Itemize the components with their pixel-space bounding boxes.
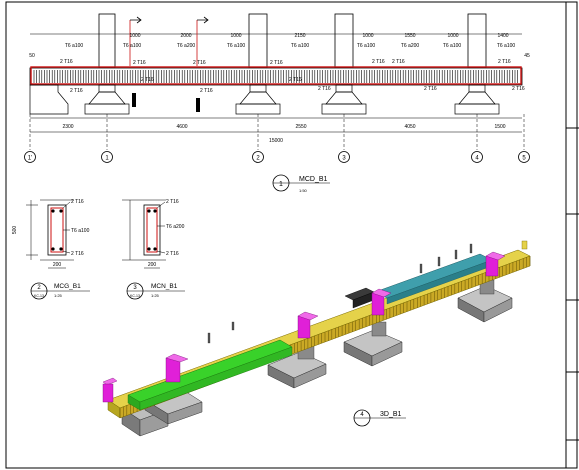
dim-top: 1000 <box>362 33 373 39</box>
stirrup-label: T6 a100 <box>291 43 310 49</box>
title-block-ticks <box>566 127 579 441</box>
grid-mark: 4 <box>475 156 479 162</box>
stirrup-label: T6 a100 <box>443 43 462 49</box>
view-scale: 1:50 <box>299 188 308 193</box>
3d-view: 4 3D_B1 <box>102 240 531 437</box>
rebar-label: 2 T16 <box>270 60 283 66</box>
stirrup-label: T6 a100 <box>497 43 516 49</box>
3d-view-title: 3D_B1 <box>380 411 402 418</box>
section-stirrup: T6 a100 <box>71 228 90 234</box>
rebar-label: 2 T16 <box>318 86 331 92</box>
stirrup-label: T6 a200 <box>401 43 420 49</box>
rebar-label: 2 T16 <box>424 86 437 92</box>
section-title: MCG_B1 <box>54 283 81 290</box>
section-title: MCN_B1 <box>151 283 178 290</box>
stirrup-label: T6 a100 <box>123 43 142 49</box>
rebar-label: 2 T16 <box>133 60 146 66</box>
section-number: 3 <box>133 285 137 291</box>
section-height: 500 <box>12 226 18 235</box>
stirrup-hatch <box>33 70 518 83</box>
section-stirrup: T6 a200 <box>166 224 185 230</box>
rebar-label: 2 T16 <box>200 88 213 94</box>
dim-total: 15000 <box>269 138 283 144</box>
section-bottom-bar: 2 T16 <box>71 251 84 257</box>
stirrup-label: T6 a100 <box>227 43 246 49</box>
dim-top: 1400 <box>497 33 508 39</box>
rebar-label: 2 T16 <box>392 59 405 65</box>
dim-top: 2000 <box>180 33 191 39</box>
grid-lines <box>29 114 525 150</box>
section-width: 200 <box>53 262 62 268</box>
view-texts: 1000 2000 1000 2150 1000 1550 1000 1400 T6 a100 T… <box>29 33 530 144</box>
rebar-label: 2 T16 <box>70 88 83 94</box>
dim-top: 1000 <box>447 33 458 39</box>
3d-view-number: 4 <box>360 412 364 418</box>
rebar-label: 2 T16 <box>289 77 302 83</box>
rebar-label: 2 T16 <box>141 77 154 83</box>
grid-bubbles: 1' 1 2 3 4 5 <box>24 151 530 163</box>
dim-top: 2150 <box>294 33 305 39</box>
rebar-label: 2 T16 <box>512 86 525 92</box>
side-dim: 50 <box>29 53 35 59</box>
section-number: 2 <box>37 285 41 291</box>
view-number: 1 <box>279 181 283 188</box>
3d-beam <box>107 243 531 419</box>
section-scale: 1:25 <box>151 293 160 298</box>
grid-mark: 3 <box>342 156 346 162</box>
dim-bottom: 4600 <box>176 124 187 130</box>
section-ref: KC-13 <box>130 294 140 298</box>
view-title: MCD_B1 <box>299 176 328 183</box>
stirrup-label: T6 a100 <box>357 43 376 49</box>
grid-mark: 1 <box>105 156 109 162</box>
rebar-label: 2 T16 <box>60 59 73 65</box>
dim-bottom: 2550 <box>295 124 306 130</box>
pile-caps <box>29 84 500 115</box>
rebar-cage <box>30 66 522 85</box>
3d-column-stubs <box>102 240 528 403</box>
dim-top: 1000 <box>230 33 241 39</box>
section-ref: KC-13 <box>34 294 44 298</box>
section-top-bar: 2 T16 <box>166 199 179 205</box>
section-top-bar: 2 T16 <box>71 199 84 205</box>
dim-bottom: 4050 <box>404 124 415 130</box>
dim-bottom: 1500 <box>494 124 505 130</box>
grid-mark: 2 <box>256 156 260 162</box>
section-bottom-bar: 2 T16 <box>166 251 179 257</box>
dim-top: 1000 <box>129 33 140 39</box>
dim-top: 1550 <box>404 33 415 39</box>
rebar-label: 2 T16 <box>372 59 385 65</box>
stirrup-label: T6 a200 <box>177 43 196 49</box>
grid-mark: 1' <box>28 156 32 162</box>
rebar-label: 2 T16 <box>498 59 511 65</box>
stirrup-label: T6 a100 <box>65 43 84 49</box>
section-markers <box>130 16 209 112</box>
section-mcn: 2 T16 T6 a200 2 T16 200 3 KC-13 MCN_B1 1… <box>122 199 185 300</box>
red-leaders <box>129 20 198 66</box>
dim-bottom: 2300 <box>62 124 73 130</box>
side-dim: 45 <box>524 53 530 59</box>
section-mcg: 500 2 T16 T6 a100 2 T16 200 2 KC-13 MCG_… <box>12 199 90 300</box>
rebar-label: 2 T16 <box>193 60 206 66</box>
section-scale: 1:25 <box>54 293 63 298</box>
section-width: 200 <box>148 262 157 268</box>
grid-mark: 5 <box>522 156 526 162</box>
